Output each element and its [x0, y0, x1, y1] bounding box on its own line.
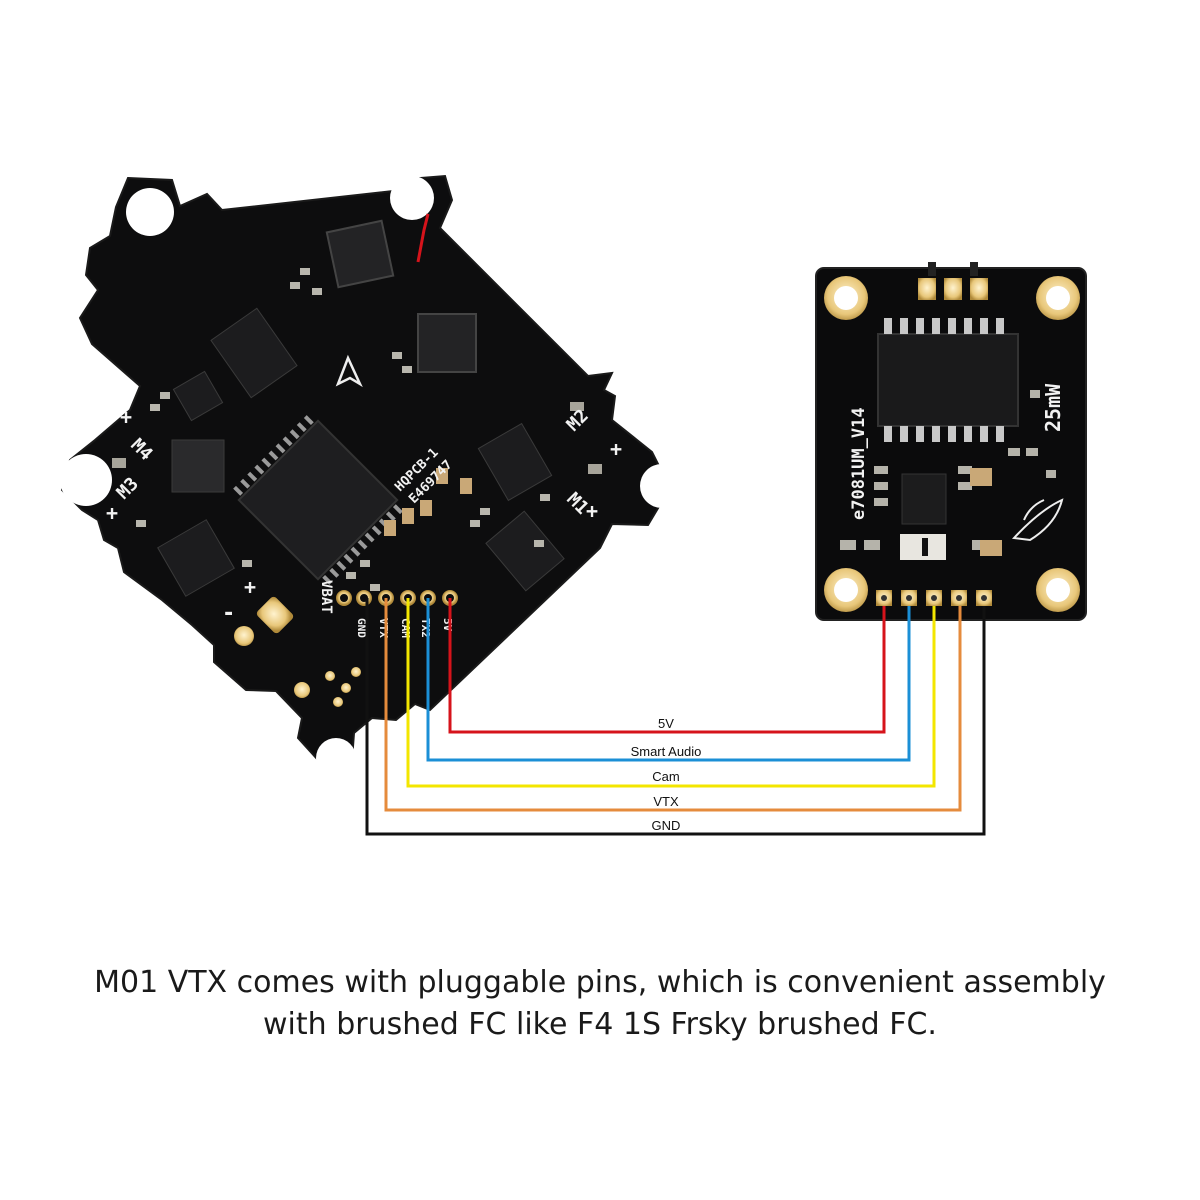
wire-smart-audio: [426, 598, 911, 762]
fc-pad-extra: [336, 590, 352, 606]
vtx-diode-band: [922, 538, 928, 556]
fc-minus-bottom: -: [222, 601, 235, 626]
fc-logo-icon: [335, 354, 363, 388]
vtx-cap-gold: [970, 468, 992, 486]
fc-battery-pad: [256, 596, 294, 634]
fc-via-pad-2: [294, 682, 310, 698]
fc-pad-label-tx2: TX2: [419, 618, 432, 638]
wire-label-gnd: GND: [652, 818, 681, 833]
fc-passives: [112, 268, 602, 591]
fc-via-pad-5: [333, 697, 343, 707]
vtx-antenna-pads: [918, 262, 988, 300]
fc-pad-gnd: [356, 590, 372, 606]
caption-line-1: M01 VTX comes with pluggable pins, which…: [94, 965, 1106, 1000]
vtx-model-label: e7081UM_V14: [849, 407, 869, 520]
wire-label-smart-audio: Smart Audio: [631, 744, 702, 759]
fc-via-pad-3: [325, 671, 335, 681]
wire-5v: [448, 598, 886, 734]
fc-mount-notch-top-left: [126, 188, 174, 236]
fc-ic-rx: [417, 313, 477, 373]
fc-mount-notch-right: [640, 464, 684, 508]
fc-ic-mosfet-3: [477, 422, 553, 502]
vtx-pad-row: [876, 590, 992, 606]
wire-label-cam: Cam: [652, 769, 679, 784]
wire-label-5v: 5V: [658, 716, 674, 731]
wire-vtx: [384, 598, 962, 812]
fc-plus-bottom: +: [244, 575, 256, 599]
fc-mount-notch-bottom: [316, 738, 356, 778]
fc-pad-label-cam: CAM: [399, 618, 412, 638]
vtx-cap-gold-2: [980, 540, 1002, 556]
vtx-power-label: 25mW: [1041, 383, 1065, 432]
vtx-regulator: [901, 473, 947, 525]
fc-ic-gyro: [325, 219, 395, 289]
fc-mcu-chip: [233, 415, 403, 585]
fc-plus-top-right: +: [610, 437, 622, 461]
caption-line-2: with brushed FC like F4 1S Frsky brushed…: [263, 1007, 937, 1042]
wire-harness: 5V Smart Audio Cam VTX GND: [365, 598, 986, 836]
fc-mount-notch-left: [60, 454, 112, 506]
fc-antenna-wire: [416, 213, 430, 263]
wire-cam: [406, 598, 936, 788]
caption: M01 VTX comes with pluggable pins, which…: [0, 962, 1200, 1046]
fc-ic-regulator: [172, 370, 224, 422]
fc-mount-notch-top-right: [390, 176, 434, 220]
fc-plus-right: +: [586, 499, 598, 523]
wire-gnd: [365, 598, 986, 836]
vtx-mount-holes: [824, 276, 1080, 612]
flight-controller-board: M1 M2 M3 M4 + + + + + - VBAT HQPCB-1 E46…: [60, 174, 684, 778]
fc-ic-mosfet-1: [210, 307, 298, 399]
fc-plus-left: +: [106, 501, 118, 525]
vtx-board: e7081UM_V14 25mW: [815, 262, 1087, 621]
fc-ic-mosfet-2: [171, 439, 225, 493]
fc-plus-top-left: +: [120, 405, 132, 429]
vtx-logo-icon: [1011, 498, 1064, 542]
fc-pad-label-gnd: GND: [355, 618, 368, 638]
fc-via-pad-6: [351, 667, 361, 677]
fc-ic-mosfet-4: [157, 519, 235, 597]
vtx-main-chip: [877, 318, 1019, 442]
fc-vbat-label: VBAT: [318, 580, 334, 614]
fc-ic-mosfet-5: [485, 510, 565, 592]
fc-via-pad: [234, 626, 254, 646]
fc-pad-label-5v: 5V: [441, 618, 454, 632]
fc-pad-label-vtx: VTX: [377, 618, 390, 638]
fc-via-pad-4: [341, 683, 351, 693]
wire-label-vtx: VTX: [653, 794, 679, 809]
